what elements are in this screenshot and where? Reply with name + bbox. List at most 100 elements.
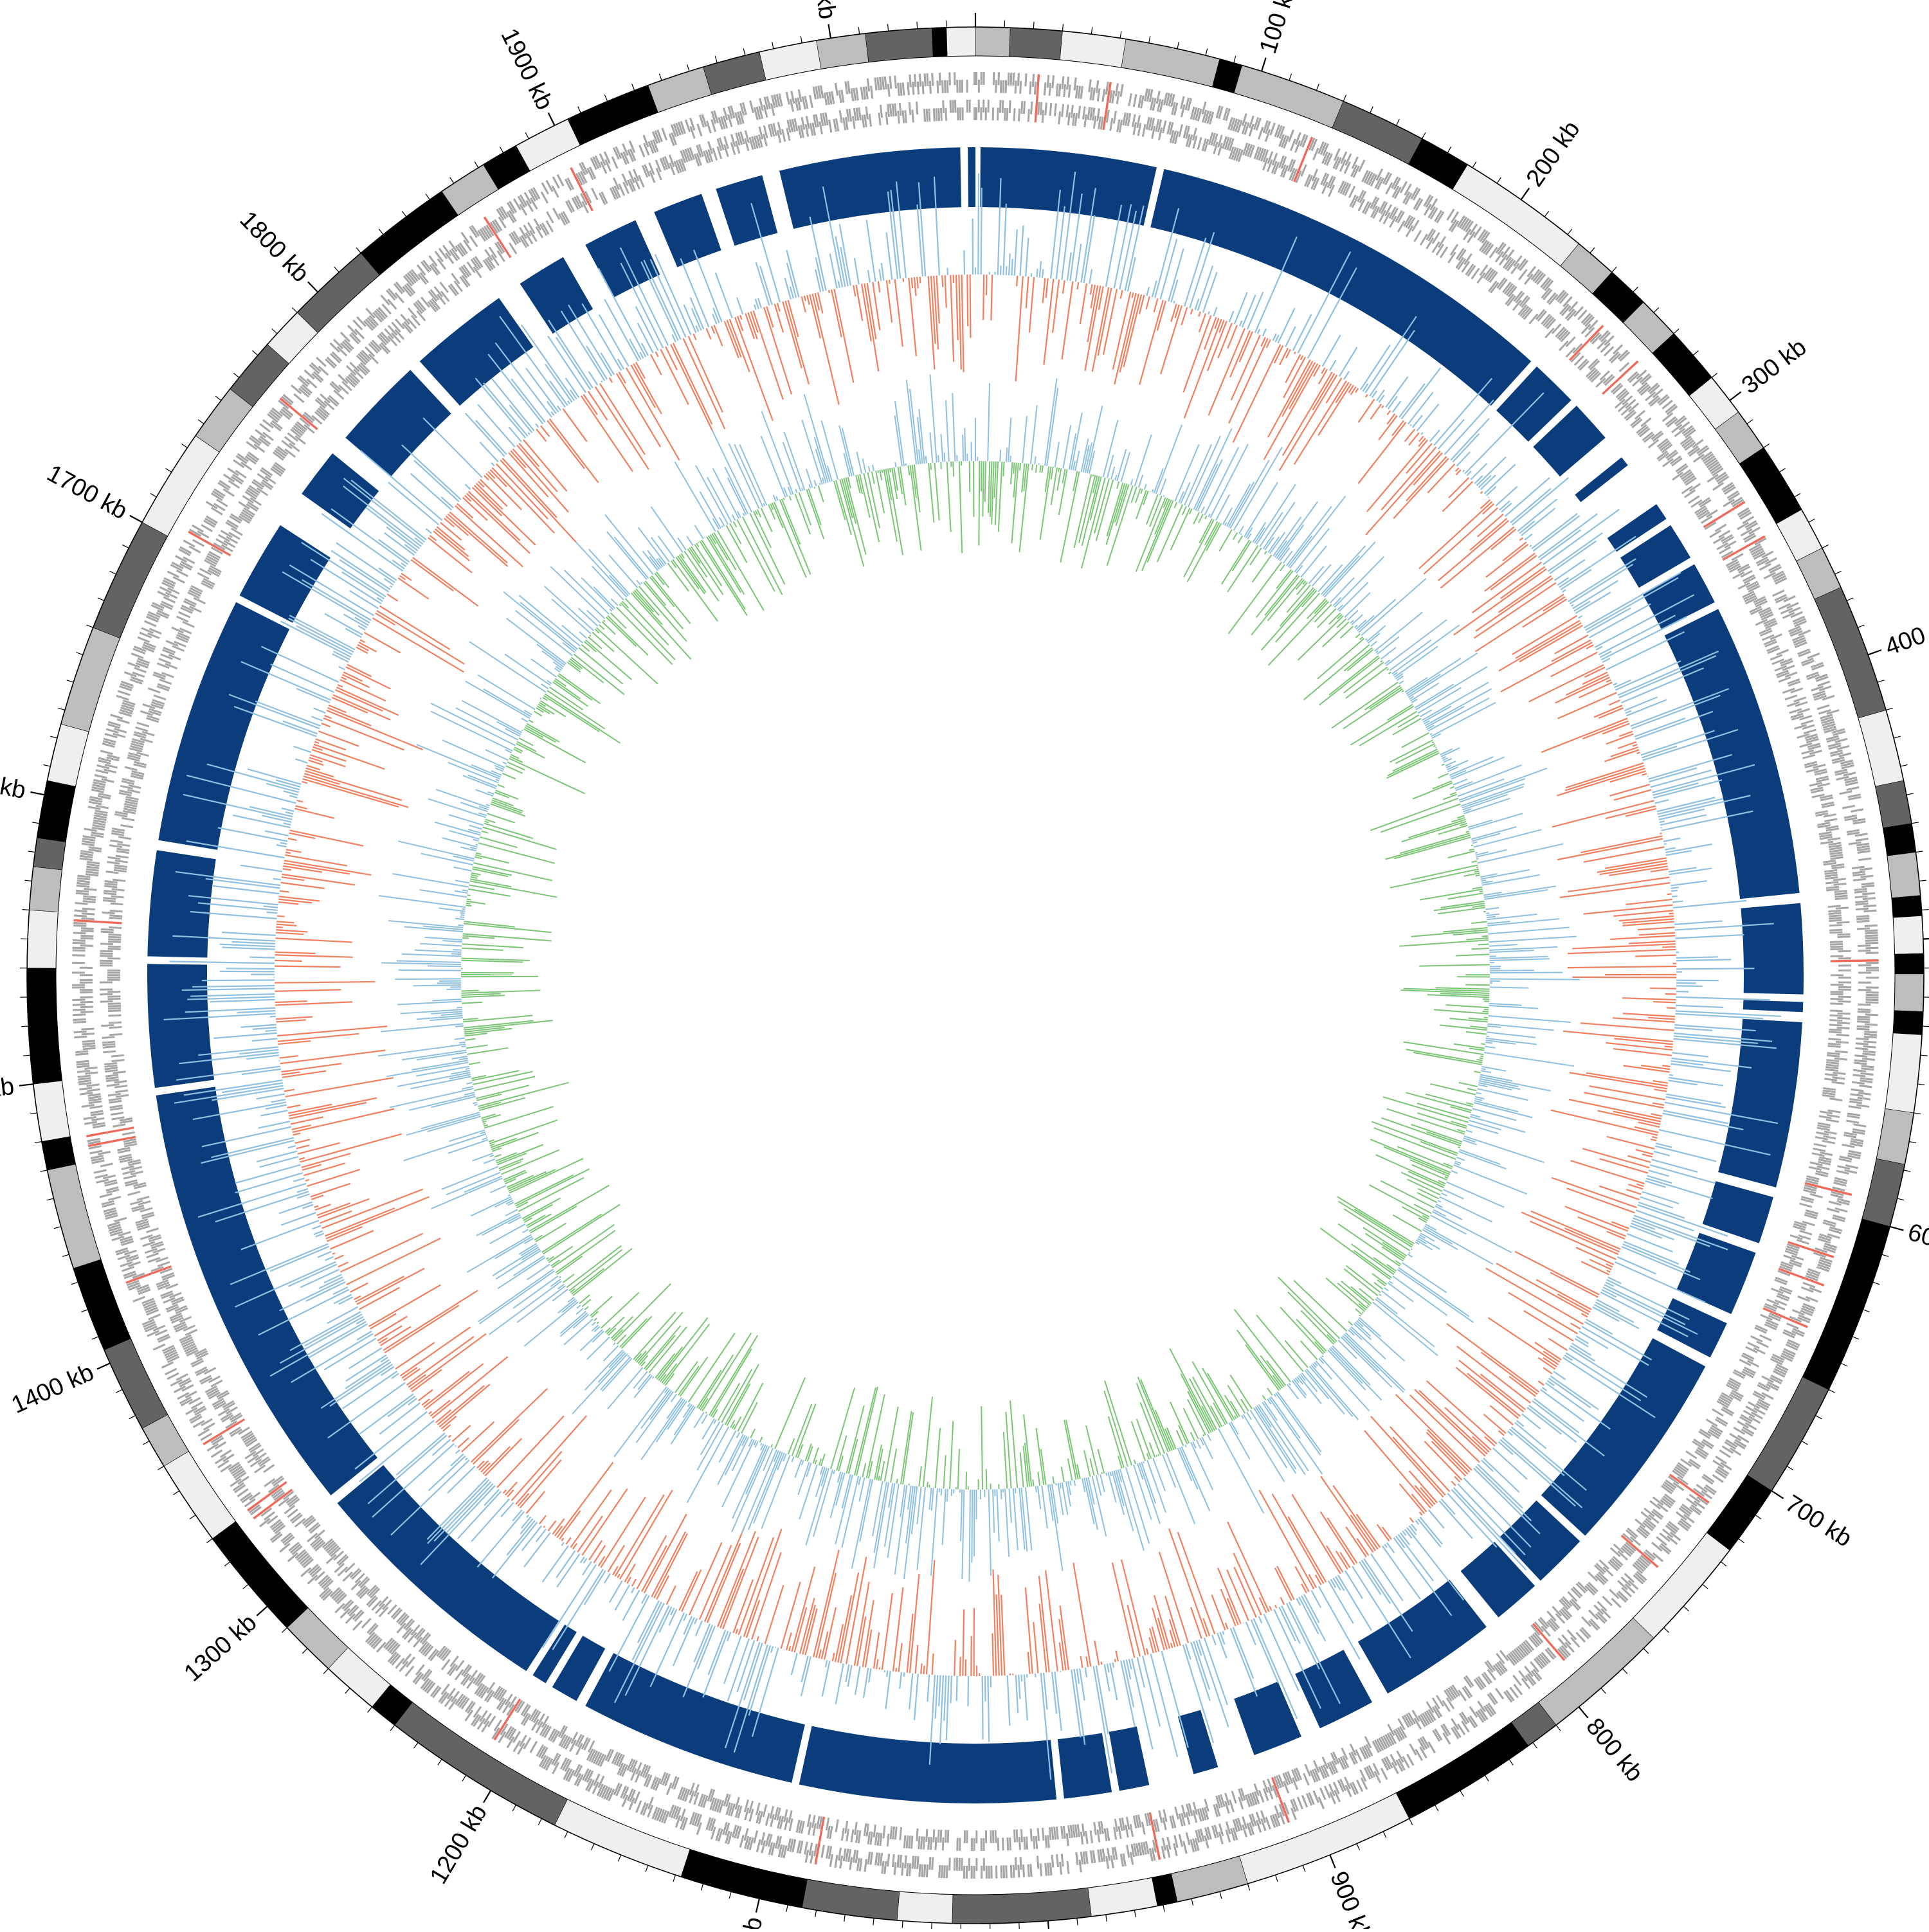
gene-reverse [1802,754,1815,759]
gene-forward [943,1865,946,1878]
gene-reverse [1836,907,1849,910]
gene-forward [916,1856,919,1869]
gc-content-value [1227,1598,1238,1625]
gc-content-value [1281,1597,1285,1604]
gene-reverse [964,1830,966,1843]
rna-gene [280,397,318,429]
gene-forward [1312,1791,1319,1803]
gc-content-value [1442,482,1472,512]
gene-forward [914,1856,916,1869]
gene-reverse [899,1827,902,1840]
gene-forward [912,82,914,95]
gene-reverse [1836,921,1849,924]
gc-content-value [557,1554,579,1587]
gc-content-value [408,1398,417,1405]
gc-content-value [1019,1675,1020,1699]
gene-forward [72,971,85,973]
gc-content-value [466,1458,467,1460]
gene-forward [909,75,912,87]
gc-content-value [1523,599,1567,627]
gc-content-value [527,1491,545,1513]
gc-content-value [401,1327,471,1376]
gc-content-value [397,1433,445,1475]
gc-content-value [1607,1279,1689,1319]
gc-content-value [1515,1423,1546,1449]
gene-reverse [113,1123,125,1127]
gene-forward [1495,1688,1504,1699]
gc-content-value [1112,1562,1135,1657]
gene-reverse [945,1830,947,1843]
gene-reverse [927,1837,930,1850]
gene-forward [80,935,93,937]
gene-forward [530,1741,538,1753]
gc-content-value [1470,518,1507,550]
gene-forward [73,922,86,925]
gc-content-value [1607,1137,1654,1149]
gc-content-value [1586,1073,1667,1086]
gc-content-value [1282,361,1312,417]
gc-content-value [1213,307,1217,316]
gene-forward [80,944,93,947]
gc-content-value [946,1675,949,1740]
gene-reverse [146,1252,159,1258]
gene-forward [144,620,157,627]
gene-reverse [1020,1829,1023,1842]
gene-forward [924,73,927,86]
gene-reverse [1838,981,1851,983]
gene-forward [83,900,96,903]
gc-content-value [309,1324,368,1358]
gene-forward [941,1865,943,1878]
gc-content-value [1499,623,1581,671]
gene-forward [995,80,997,93]
gc-content-value [1080,1668,1085,1701]
gene-forward [132,1296,145,1303]
gene-reverse [182,621,194,628]
gc-content-value [407,1337,474,1385]
contig-band [1895,953,1924,974]
gc-content-value [383,1290,478,1350]
gc-content-value [1171,1643,1172,1648]
gc-content-value [1660,815,1707,825]
gene-reverse [971,1838,973,1851]
gene-reverse [942,100,945,113]
gc-content-value [781,1582,801,1649]
gene-forward [948,1857,951,1870]
gene-reverse [107,972,120,974]
gc-content-value [914,1674,918,1720]
gc-content-value [1011,259,1012,276]
gene-forward [958,1858,960,1871]
gene-reverse [1042,110,1045,123]
gene-forward [73,942,86,944]
gene-reverse [137,1196,150,1201]
gene-forward [95,774,107,779]
gc-content-value [1240,321,1242,327]
gc-content-value [855,1666,860,1695]
gene-reverse [956,1838,958,1851]
gc-content-value [1044,279,1053,365]
gc-content-value [1552,1178,1636,1207]
gc-content-value [599,1557,605,1566]
gc-content-value [1650,988,1676,989]
gene-forward [134,667,147,673]
gc-content-value [1490,555,1537,590]
gene-forward [1851,1088,1863,1092]
contig-band [1539,1618,1654,1725]
gc-content-value [1129,1659,1132,1669]
gc-content-value [1563,1031,1673,1042]
gene-reverse [1829,914,1842,917]
gc-content-value [610,1581,622,1603]
gc-content-value [900,1672,901,1689]
gene-reverse [1830,1009,1843,1012]
gc-content-value [1598,615,1675,655]
gc-content-value [1121,290,1123,298]
gc-content-value [1020,226,1023,276]
gene-reverse [1784,694,1797,700]
gc-content-value [1398,1534,1433,1580]
gc-content-value [552,1569,603,1650]
gene-forward [926,73,928,86]
gene-reverse [1013,1830,1016,1843]
gene-forward [917,82,919,95]
gene-reverse [101,928,114,931]
gc-content-value [1642,746,1677,758]
gc-content-value [1258,329,1260,334]
